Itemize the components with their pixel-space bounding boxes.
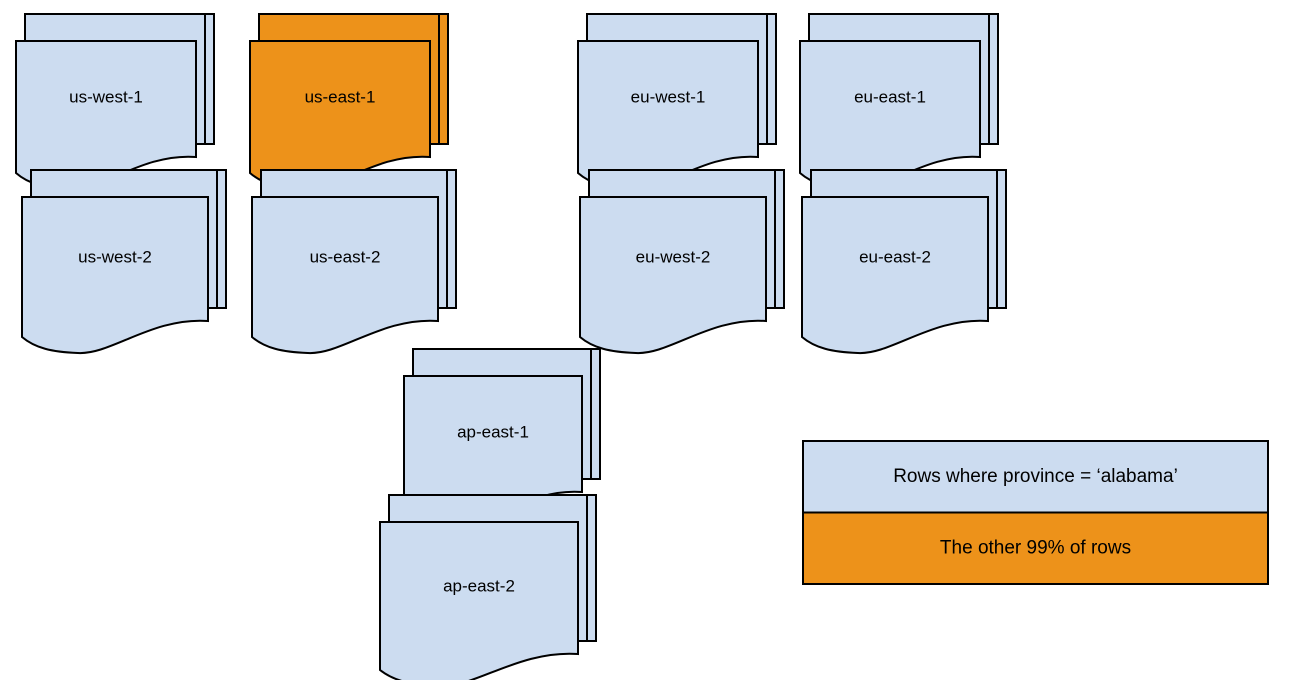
- legend-row-matching: Rows where province = ‘alabama’: [802, 440, 1269, 514]
- legend-row-other: The other 99% of rows: [802, 511, 1269, 585]
- stack-label-ap-east-2: ap-east-2: [443, 576, 515, 595]
- stack-sheet-front: [21, 196, 209, 355]
- data-stack-us-east-2[interactable]: us-east-2: [251, 169, 457, 355]
- stack-sheet-front: [801, 196, 989, 355]
- data-stack-ap-east-2[interactable]: ap-east-2: [379, 494, 597, 680]
- data-stack-ap-east-1[interactable]: ap-east-1: [403, 348, 601, 526]
- data-stack-us-east-1[interactable]: us-east-1: [249, 13, 449, 191]
- data-stack-eu-east-2[interactable]: eu-east-2: [801, 169, 1007, 355]
- data-stack-us-west-2[interactable]: us-west-2: [21, 169, 227, 355]
- stack-label-us-west-2: us-west-2: [78, 247, 152, 266]
- data-stack-us-west-1[interactable]: us-west-1: [15, 13, 215, 191]
- data-stack-eu-east-1[interactable]: eu-east-1: [799, 13, 999, 191]
- legend-row-matching-text: Rows where province = ‘alabama’: [893, 466, 1178, 487]
- stacks-layer: us-west-1 us-east-1 eu-west-1 eu-east-1 us-w…: [15, 13, 1007, 680]
- data-stack-eu-west-2[interactable]: eu-west-2: [579, 169, 785, 355]
- stack-label-eu-west-1: eu-west-1: [631, 87, 706, 106]
- stack-label-eu-east-1: eu-east-1: [854, 87, 926, 106]
- stack-label-eu-west-2: eu-west-2: [636, 247, 711, 266]
- stack-label-us-east-1: us-east-1: [305, 87, 376, 106]
- stack-label-us-west-1: us-west-1: [69, 87, 143, 106]
- stack-sheet-front: [15, 40, 197, 191]
- stack-sheet-front: [251, 196, 439, 355]
- stack-label-us-east-2: us-east-2: [310, 247, 381, 266]
- stack-sheet-front: [799, 40, 981, 191]
- legend-row-other-swatch: [802, 511, 1269, 585]
- data-stack-eu-west-1[interactable]: eu-west-1: [577, 13, 777, 191]
- stack-label-ap-east-1: ap-east-1: [457, 422, 529, 441]
- stack-label-eu-east-2: eu-east-2: [859, 247, 931, 266]
- legend-row-other-text: The other 99% of rows: [940, 537, 1131, 558]
- stack-sheet-front: [249, 40, 431, 191]
- stack-sheet-front: [379, 521, 579, 680]
- stack-sheet-front: [577, 40, 759, 191]
- stack-sheet-front: [579, 196, 767, 355]
- legend-layer: Rows where province = ‘alabama’ The other…: [802, 440, 1269, 585]
